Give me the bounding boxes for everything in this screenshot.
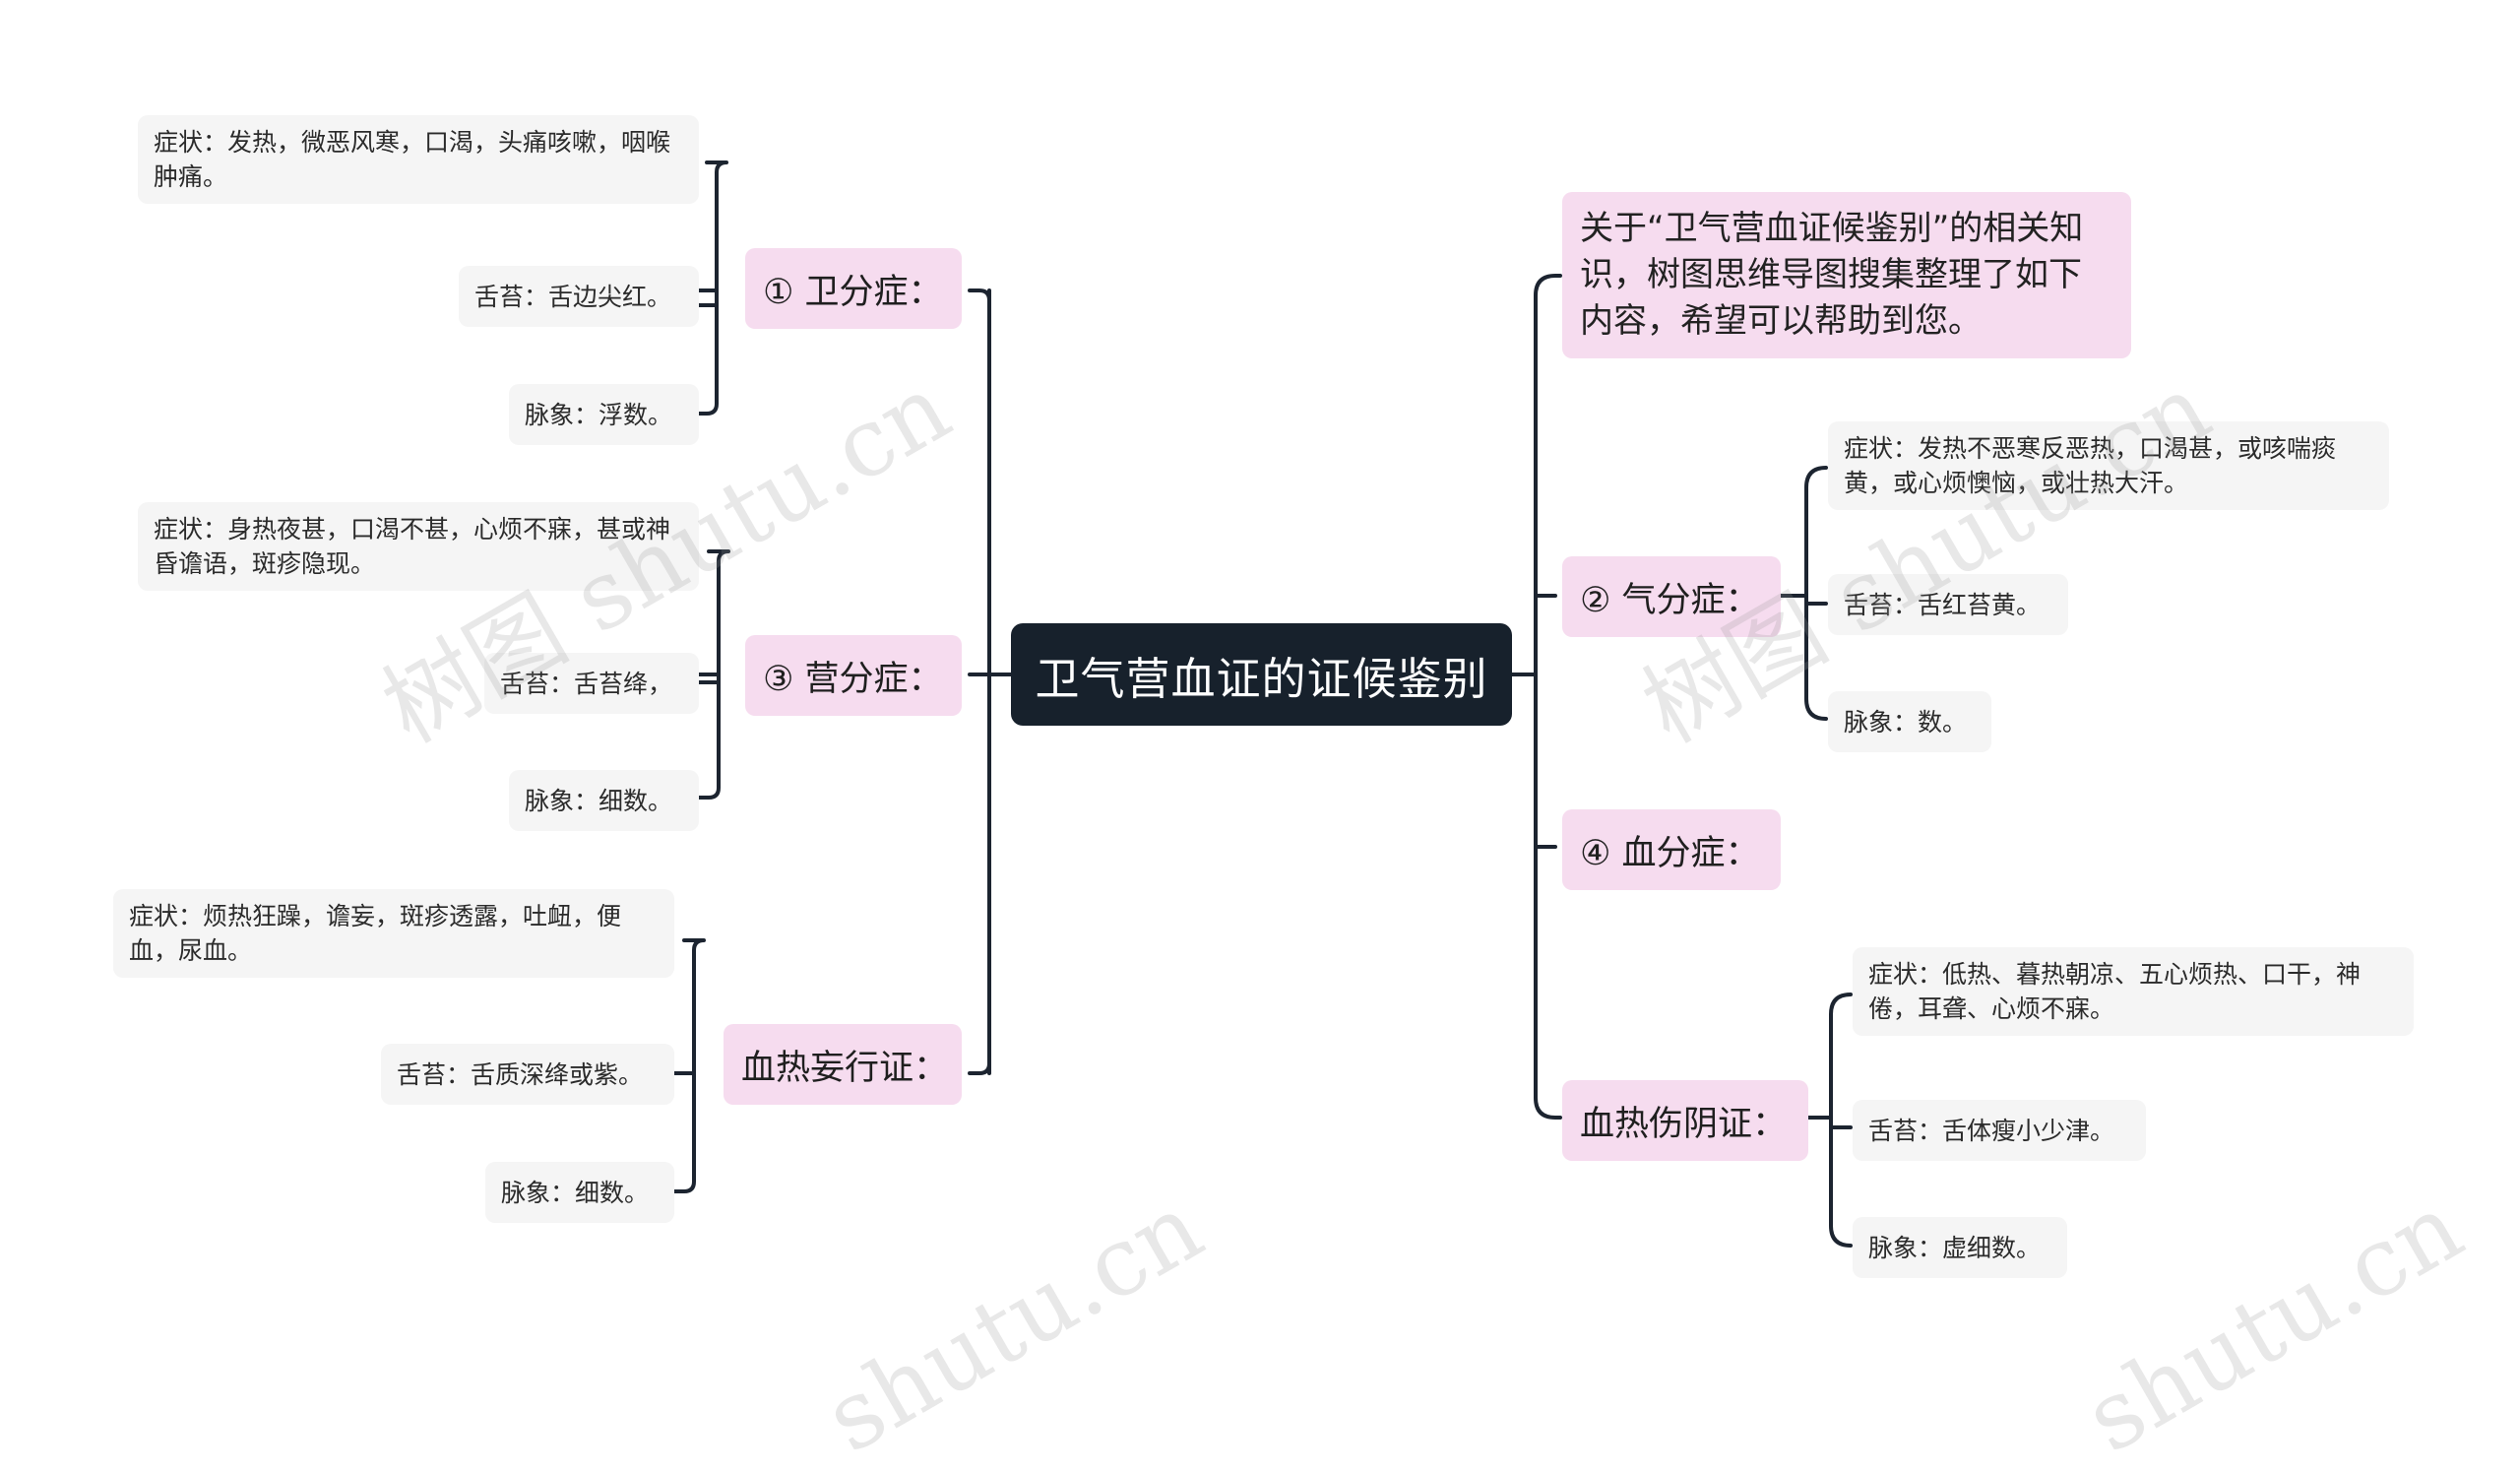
branch-ying[interactable]: ③ 营分症： bbox=[745, 635, 962, 716]
leaf-ying-symptom[interactable]: 症状：身热夜甚，口渴不甚，心烦不寐，甚或神昏谵语，斑疹隐现。 bbox=[138, 502, 699, 591]
connector-right-2 bbox=[1778, 466, 1828, 721]
leaf-xuere-shangyin-tongue[interactable]: 舌苔：舌体瘦小少津。 bbox=[1853, 1100, 2146, 1161]
leaf-xuere-shangyin-pulse[interactable]: 脉象：虚细数。 bbox=[1853, 1217, 2067, 1278]
branch-xuere-wangxing[interactable]: 血热妄行证： bbox=[724, 1024, 962, 1105]
leaf-xuere-wangxing-tongue[interactable]: 舌苔：舌质深绛或紫。 bbox=[381, 1044, 674, 1105]
leaf-qi-pulse[interactable]: 脉象：数。 bbox=[1828, 691, 1991, 752]
connector-left-1 bbox=[687, 160, 728, 416]
leaf-ying-tongue[interactable]: 舌苔：舌苔绛， bbox=[484, 653, 699, 714]
connector-right-3 bbox=[1804, 993, 1853, 1248]
leaf-wei-pulse[interactable]: 脉象：浮数。 bbox=[509, 384, 699, 445]
connector-left-2 bbox=[687, 549, 730, 800]
root-node[interactable]: 卫气营血证的证候鉴别 bbox=[1011, 623, 1512, 726]
connector-root-right bbox=[1510, 274, 1562, 1120]
branch-qi[interactable]: ② 气分症： bbox=[1562, 556, 1781, 637]
leaf-qi-tongue[interactable]: 舌苔：舌红苔黄。 bbox=[1828, 574, 2068, 635]
leaf-xuere-wangxing-symptom[interactable]: 症状：烦热狂躁，谵妄，斑疹透露，吐衄，便血，尿血。 bbox=[113, 889, 674, 978]
leaf-qi-symptom[interactable]: 症状：发热不恶寒反恶热，口渴甚，或咳喘痰黄，或心烦懊恼，或壮热大汗。 bbox=[1828, 421, 2389, 510]
connector-root-left bbox=[968, 288, 1013, 1075]
mind-map-canvas: 卫气营血证的证候鉴别 关于“卫气营血证候鉴别”的相关知识，树图思维导图搜集整理了… bbox=[113, 115, 2481, 1474]
leaf-ying-pulse[interactable]: 脉象：细数。 bbox=[509, 770, 699, 831]
branch-wei[interactable]: ① 卫分症： bbox=[745, 248, 962, 329]
connector-lines bbox=[669, 160, 1853, 1248]
connector-left-3 bbox=[669, 938, 706, 1193]
branch-xue[interactable]: ④ 血分症： bbox=[1562, 809, 1781, 890]
intro-node[interactable]: 关于“卫气营血证候鉴别”的相关知识，树图思维导图搜集整理了如下内容，希望可以帮助… bbox=[1562, 192, 2131, 358]
leaf-xuere-shangyin-symptom[interactable]: 症状：低热、暮热朝凉、五心烦热、口干，神倦，耳聋、心烦不寐。 bbox=[1853, 947, 2414, 1036]
leaf-wei-symptom[interactable]: 症状：发热，微恶风寒，口渴，头痛咳嗽，咽喉肿痛。 bbox=[138, 115, 699, 204]
leaf-wei-tongue[interactable]: 舌苔：舌边尖红。 bbox=[459, 266, 699, 327]
leaf-xuere-wangxing-pulse[interactable]: 脉象：细数。 bbox=[485, 1162, 674, 1223]
branch-xuere-shangyin[interactable]: 血热伤阴证： bbox=[1562, 1080, 1808, 1161]
